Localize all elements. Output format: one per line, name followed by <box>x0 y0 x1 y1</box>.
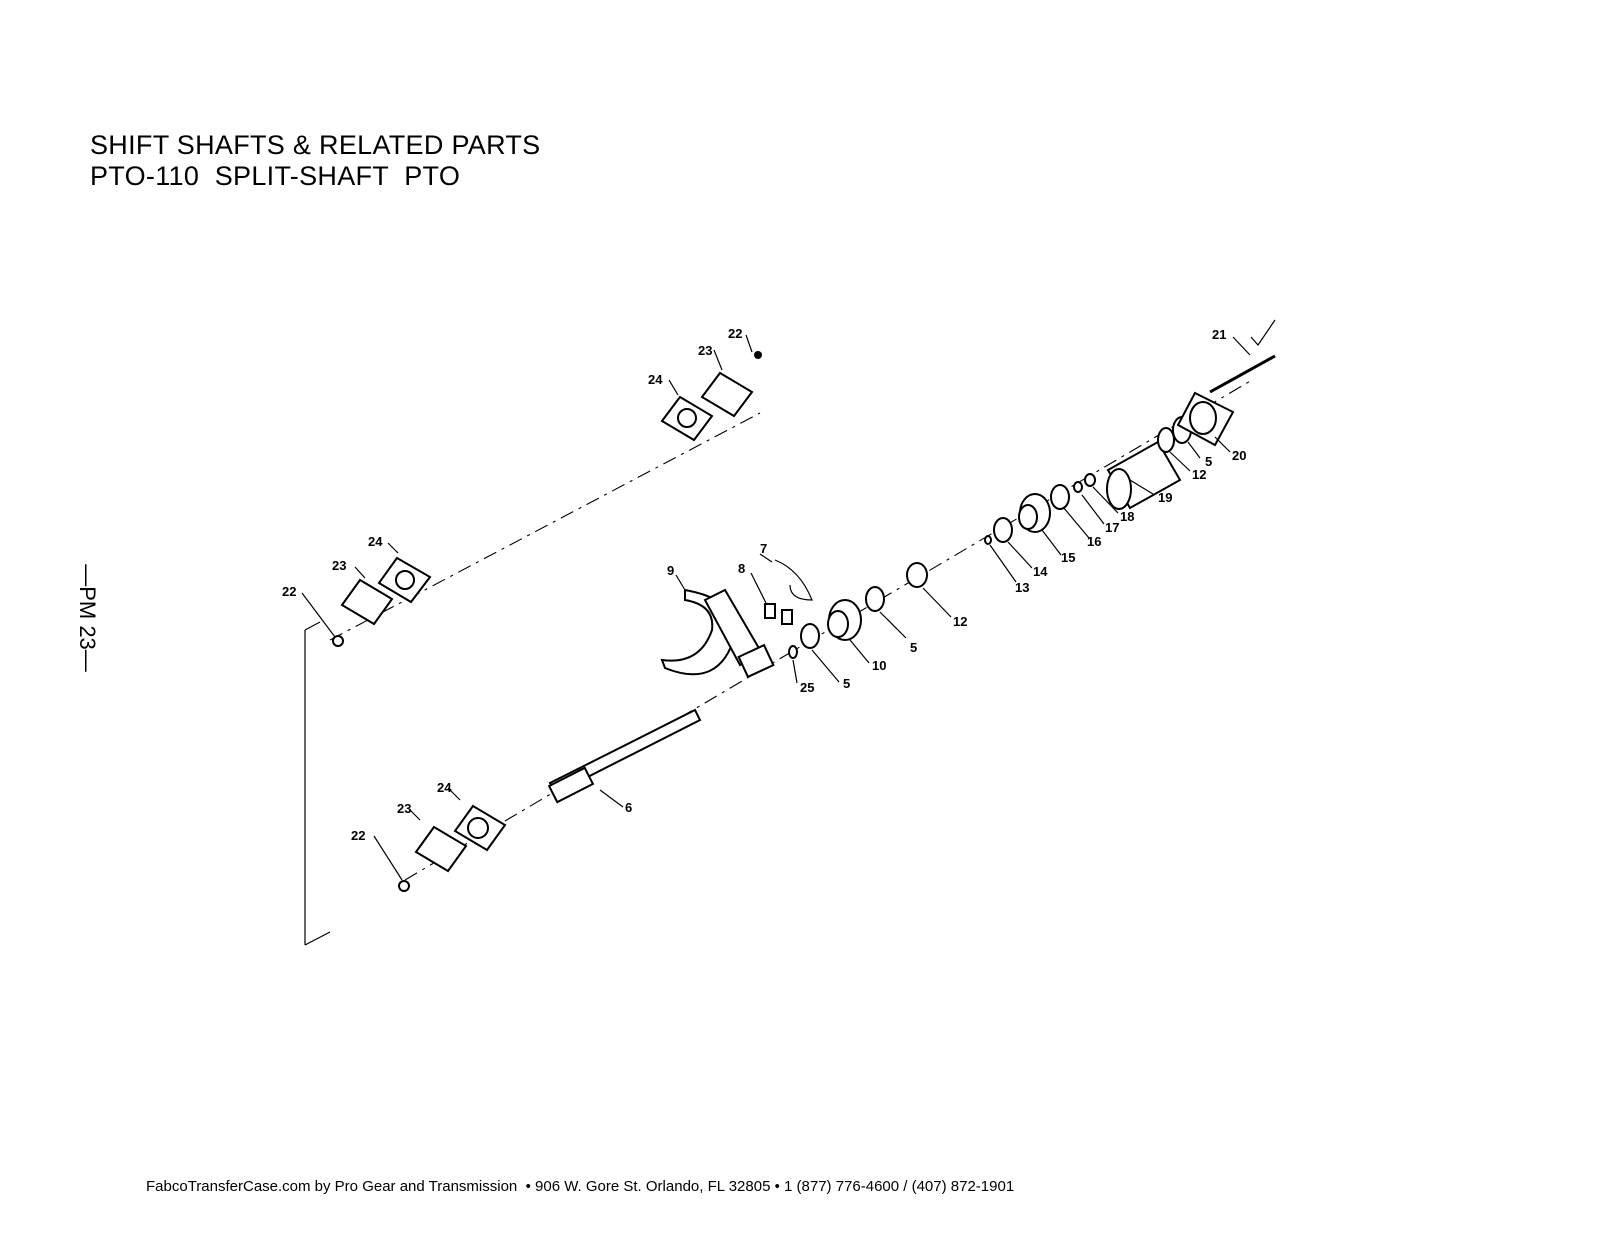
callout-24-upper-right: 24 <box>648 372 663 387</box>
callout-22-upper-left: 22 <box>282 584 296 599</box>
callout-5-middle: 5 <box>910 640 917 655</box>
callout-22-lower-left: 22 <box>351 828 365 843</box>
shift-fork <box>660 588 775 679</box>
callout-12-lower: 12 <box>953 614 967 629</box>
shift-shaft <box>547 708 702 804</box>
piston-15 <box>1018 493 1051 533</box>
ring-14 <box>993 517 1013 543</box>
callout-24-lower-left: 24 <box>437 780 452 795</box>
callout-13: 13 <box>1015 580 1029 595</box>
detent-parts <box>764 603 793 625</box>
callout-20: 20 <box>1232 448 1246 463</box>
callout-23-upper-right: 23 <box>698 343 712 358</box>
callout-8: 8 <box>738 561 745 576</box>
callout-7: 7 <box>760 541 767 556</box>
callout-23-upper-left: 23 <box>332 558 346 573</box>
callout-5-upper: 5 <box>1205 454 1212 469</box>
callout-14: 14 <box>1033 564 1048 579</box>
end-cap-20 <box>1176 391 1235 447</box>
callout-15: 15 <box>1061 550 1075 565</box>
callout-10: 10 <box>872 658 886 673</box>
callout-6: 6 <box>625 800 632 815</box>
upper-axis-line <box>329 412 761 641</box>
seal-12b <box>1157 427 1175 453</box>
title-block: SHIFT SHAFTS & RELATED PARTS PTO-110 SPL… <box>90 130 541 192</box>
check-mark <box>1250 319 1276 346</box>
cylinder-19 <box>1106 440 1182 510</box>
bracket-arrow-top <box>304 621 321 631</box>
o-ring-5a <box>800 623 820 649</box>
spring <box>774 559 813 601</box>
cover-plate-upper-right <box>660 351 762 442</box>
o-ring-small <box>788 645 798 659</box>
callout-19: 19 <box>1158 490 1172 505</box>
washer-17 <box>1073 481 1083 493</box>
callout-18: 18 <box>1120 509 1134 524</box>
callout-9: 9 <box>667 563 674 578</box>
rod-21 <box>1209 354 1276 394</box>
callout-16: 16 <box>1087 534 1101 549</box>
seal-12a <box>906 562 928 588</box>
callout-21: 21 <box>1212 327 1226 342</box>
cover-plate-upper-left <box>332 556 432 647</box>
cover-plate-lower-left <box>398 804 507 892</box>
o-ring-5b <box>865 586 885 612</box>
footer-contact: FabcoTransferCase.com by Pro Gear and Tr… <box>146 1178 1015 1195</box>
nut-18 <box>1084 473 1096 487</box>
callout-23-lower-left: 23 <box>397 801 411 816</box>
callout-leaders <box>301 334 1251 881</box>
callout-22-upper-right: 22 <box>728 326 742 341</box>
ring-16 <box>1050 484 1070 510</box>
ring-13 <box>984 535 992 545</box>
piston <box>827 599 862 641</box>
page-subtitle: PTO-110 SPLIT-SHAFT PTO <box>90 161 461 191</box>
bracket-arrow-bottom <box>304 931 331 946</box>
callout-5-lower: 5 <box>843 676 850 691</box>
callout-25: 25 <box>800 680 814 695</box>
callout-17: 17 <box>1105 520 1119 535</box>
callout-24-upper-left: 24 <box>368 534 383 549</box>
callout-12-upper: 12 <box>1192 467 1206 482</box>
lower-axis-line <box>404 379 1253 881</box>
page-title: SHIFT SHAFTS & RELATED PARTS <box>90 130 541 160</box>
